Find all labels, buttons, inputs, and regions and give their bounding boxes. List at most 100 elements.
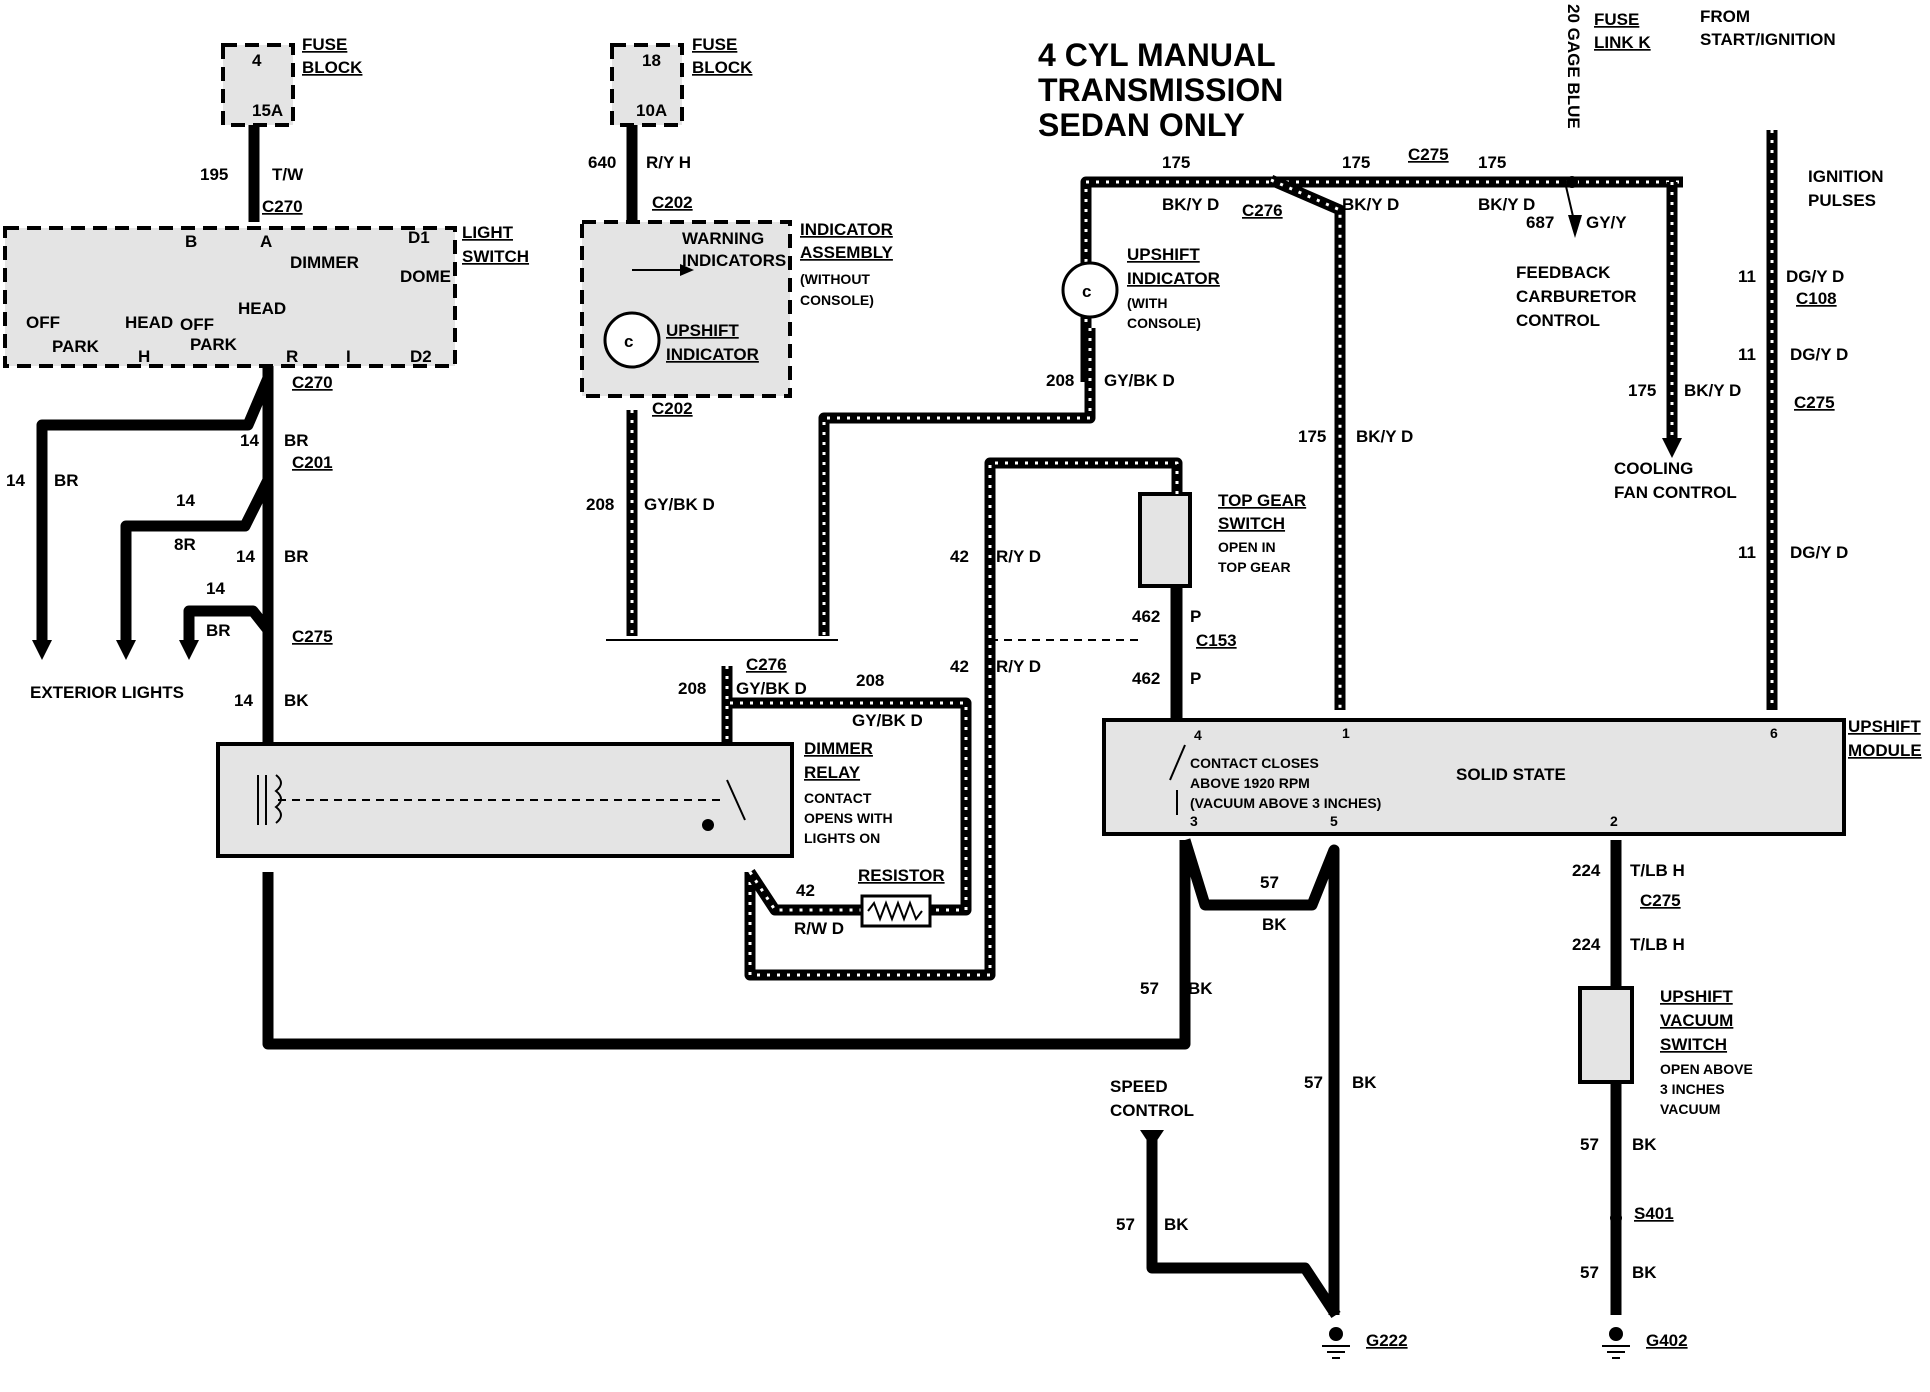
module-pin5: 5: [1330, 813, 1338, 829]
module-c3: (VACUUM ABOVE 3 INCHES): [1190, 795, 1381, 811]
conn-c202b: C202: [652, 399, 693, 418]
upshift-indicator-bulb: c: [1061, 261, 1119, 319]
w57b-num: 57: [1140, 979, 1159, 998]
ls-term-a: A: [260, 232, 272, 251]
ind-asm-1: INDICATOR: [800, 220, 893, 239]
w14e-col: BR: [206, 621, 231, 640]
conn-c275c: C275: [1794, 393, 1835, 412]
conn-c108: C108: [1796, 289, 1837, 308]
feedback-2: CARBURETOR: [1516, 287, 1637, 306]
w11a-num: 11: [1738, 267, 1756, 286]
w57c-num: 57: [1304, 1073, 1323, 1092]
tgs-2: SWITCH: [1218, 514, 1285, 533]
conn-c276a: C276: [746, 655, 787, 674]
indicator-assembly-bulb: c: [603, 264, 694, 369]
dimmer-2: RELAY: [804, 763, 861, 782]
ls-term-dimmer: DIMMER: [290, 253, 359, 272]
conn-g402: G402: [1646, 1331, 1688, 1350]
conn-c153: C153: [1196, 631, 1237, 650]
w640-col: R/Y H: [646, 153, 691, 172]
w195-num: 195: [200, 165, 228, 184]
vac-2: VACUUM: [1660, 1011, 1733, 1030]
w14f-col: BK: [284, 691, 309, 710]
w640-num: 640: [588, 153, 616, 172]
conn-s401: S401: [1634, 1204, 1674, 1223]
ls-term-head1: HEAD: [238, 299, 286, 318]
w462b-num: 462: [1132, 669, 1160, 688]
w42b-num: 42: [950, 657, 969, 676]
fuse-18-box: [610, 43, 684, 127]
title-line-1: 4 CYL MANUAL: [1038, 37, 1276, 73]
w57a-num: 57: [1260, 873, 1279, 892]
w57c-col: BK: [1352, 1073, 1377, 1092]
w208d-col: GY/BK D: [852, 711, 923, 730]
conn-g222: G222: [1366, 1331, 1408, 1350]
w687-col: GY/Y: [1586, 213, 1627, 232]
w687-num: 687: [1526, 213, 1554, 232]
module-2: MODULE: [1848, 741, 1922, 760]
w208c-num: 208: [678, 679, 706, 698]
w208b-num: 208: [586, 495, 614, 514]
w11b-num: 11: [1738, 345, 1756, 364]
feedback-3: CONTROL: [1516, 311, 1600, 330]
conn-c275a: C275: [292, 627, 333, 646]
speed-1: SPEED: [1110, 1077, 1168, 1096]
ind-asm-4: CONSOLE): [800, 292, 874, 308]
module-pin4: 4: [1194, 727, 1202, 743]
title-line-2: TRANSMISSION: [1038, 72, 1283, 108]
dimmer-3: CONTACT: [804, 790, 872, 806]
vac-1: UPSHIFT: [1660, 987, 1733, 1006]
fuse-link-wire: 20 GAGE BLUE: [1564, 4, 1583, 129]
w57e-num: 57: [1580, 1135, 1599, 1154]
upshift-module-internals: [1169, 744, 1186, 815]
vac-5: 3 INCHES: [1660, 1081, 1725, 1097]
w42c-col: R/W D: [794, 919, 844, 938]
resistor: [860, 894, 932, 928]
ground-g402: [1602, 1327, 1630, 1359]
w175d-num: 175: [1298, 427, 1326, 446]
module-c2: ABOVE 1920 RPM: [1190, 775, 1310, 791]
w42c-num: 42: [796, 881, 815, 900]
module-1: UPSHIFT: [1848, 717, 1921, 736]
dimmer-4: OPENS WITH: [804, 810, 893, 826]
module-pin6: 6: [1770, 725, 1778, 741]
w14e-num: 14: [206, 579, 225, 598]
fuse-link-label1: FUSE: [1594, 10, 1639, 29]
w57d-num: 57: [1116, 1215, 1135, 1234]
w224a-num: 224: [1572, 861, 1601, 880]
module-pin3: 3: [1190, 813, 1198, 829]
module-c1: CONTACT CLOSES: [1190, 755, 1319, 771]
light-switch-box: [3, 226, 457, 368]
svg-text:c: c: [1082, 282, 1091, 301]
w175e-num: 175: [1628, 381, 1656, 400]
w42a-col: R/Y D: [996, 547, 1041, 566]
dimmer-1: DIMMER: [804, 739, 873, 758]
w462a-num: 462: [1132, 607, 1160, 626]
up-con-2: INDICATOR: [1127, 269, 1220, 288]
w11c-num: 11: [1738, 543, 1756, 562]
vac-3: SWITCH: [1660, 1035, 1727, 1054]
resistor-label: RESISTOR: [858, 866, 945, 885]
w208b-col: GY/BK D: [644, 495, 715, 514]
ignition-pulses-2: PULSES: [1808, 191, 1876, 210]
w208a-col: GY/BK D: [1104, 371, 1175, 390]
ls-term-off1: OFF: [26, 313, 60, 332]
ls-term-r: R: [286, 347, 298, 366]
conn-c276b: C276: [1242, 201, 1283, 220]
w14f-num: 14: [234, 691, 253, 710]
w175b-col: BK/Y D: [1342, 195, 1399, 214]
cooling-2: FAN CONTROL: [1614, 483, 1737, 502]
w175c-num: 175: [1478, 153, 1506, 172]
w57d-col: BK: [1164, 1215, 1189, 1234]
w42a-num: 42: [950, 547, 969, 566]
ind-up-2: INDICATOR: [666, 345, 759, 364]
wire-labels: 195 T/W 640 R/Y H 175 BK/Y D 175 BK/Y D …: [6, 153, 1848, 1282]
ls-term-i: I: [346, 347, 351, 366]
conn-c275d: C275: [1640, 891, 1681, 910]
feedback-1: FEEDBACK: [1516, 263, 1611, 282]
ls-term-head2: HEAD: [125, 313, 173, 332]
w462b-col: P: [1190, 669, 1201, 688]
vac-4: OPEN ABOVE: [1660, 1061, 1753, 1077]
ind-warn-2: INDICATORS: [682, 251, 786, 270]
